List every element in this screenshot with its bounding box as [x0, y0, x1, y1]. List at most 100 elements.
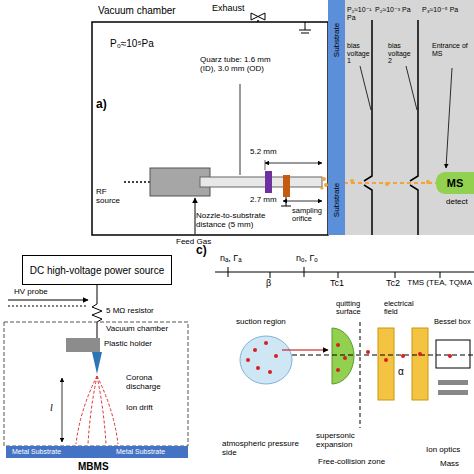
node-label: MS [443, 177, 468, 189]
annotation-label: MBMS [78, 461, 109, 472]
bessel-box [438, 380, 468, 385]
annotation-label: Vacuum chamber [98, 5, 176, 16]
hv-wiring [92, 304, 102, 338]
ion-beam [282, 350, 474, 355]
corona-arcs [76, 376, 118, 444]
axis [228, 267, 229, 277]
dimension-lines [283, 201, 322, 202]
vacuum-stages [426, 180, 430, 184]
vacuum-stages [330, 0, 474, 235]
vacuum-stages [330, 182, 436, 184]
exhaust-valve [257, 20, 259, 22]
chamber-b [4, 322, 188, 446]
particle-dots [253, 348, 257, 352]
plasma-jet [150, 168, 322, 206]
annotation-label: l [50, 402, 53, 413]
annotation-label: P₃≈10⁻⁵ Pa [422, 6, 470, 14]
annotation-label: Vacuum chamber [106, 325, 168, 334]
annotation-label: nₒ, Γₒ [296, 254, 318, 264]
vacuum-stages [360, 66, 371, 110]
node-label: DC high-voltage power source [26, 265, 169, 276]
node-label: Substrate [332, 23, 341, 57]
particle-dots [366, 350, 370, 354]
plastic-holder [66, 338, 100, 352]
axis [215, 267, 474, 278]
quitting-surface [332, 328, 354, 384]
needle [92, 352, 102, 374]
annotation-label: Entrance of MS [432, 42, 472, 57]
ground-symbol [299, 30, 311, 31]
bessel-box [436, 340, 470, 368]
ground-symbol [299, 22, 311, 33]
exhaust-valve [251, 13, 265, 22]
field-plates [378, 328, 428, 400]
node-label: Metal Substrate [116, 448, 165, 456]
needle [92, 352, 102, 374]
axis [304, 267, 305, 277]
vacuum-chamber [92, 22, 328, 235]
annotation-label: Exhaust [212, 4, 245, 14]
feed-gas-arrow [195, 198, 196, 234]
node-label: Metal Substrate [12, 448, 61, 456]
particle-dots [401, 354, 405, 358]
annotation-label: Ion optics [426, 446, 460, 455]
axis [215, 272, 474, 273]
annotation-label: β [266, 279, 271, 289]
plasma-jet [281, 206, 291, 207]
annotation-label: bias voltage 1 [347, 42, 373, 65]
power-supply-box: DC high-voltage power source [22, 255, 172, 285]
particle-dots [343, 356, 347, 360]
particle-dots [418, 352, 422, 356]
annotation-label: HV probe [14, 288, 48, 297]
annotation-label: Tc1 [330, 279, 344, 289]
plasma-jet [265, 171, 272, 193]
annotation-label: Corona discharge [126, 374, 182, 392]
plastic-holder [66, 338, 100, 352]
plasma-jet [283, 175, 290, 197]
node-label: Substrate [332, 183, 341, 217]
annotation-label: electrical field [384, 300, 426, 317]
axis [440, 272, 441, 278]
exhaust-valve [251, 13, 265, 20]
vacuum-chamber [92, 22, 328, 235]
annotation-label: 2.7 mm [250, 196, 277, 205]
annotation-label: P₀≈10⁵Pa [110, 38, 154, 49]
annotation-label: quitting surface [336, 300, 376, 317]
annotation-label: bias voltage 2 [388, 42, 416, 65]
annotation-label: P₁≈10⁻¹ Pa [347, 6, 371, 21]
annotation-label: sampling orifice [292, 207, 326, 224]
substrate-band: SubstrateSubstrate [328, 0, 345, 235]
annotation-label: suction region [236, 318, 286, 327]
particle-dots [264, 341, 268, 345]
ion-beam [282, 350, 328, 351]
particle-dots [256, 366, 260, 370]
annotation-label: detect [446, 198, 468, 207]
chamber-b [4, 322, 188, 446]
vacuum-stages [345, 0, 474, 235]
annotation-label: Mass [440, 460, 459, 469]
plasma-jet [286, 197, 287, 206]
corona-arcs [76, 376, 97, 444]
annotation-label: 5 MΩ resistor [106, 307, 154, 316]
annotation-label: 5.2 mm [250, 148, 277, 157]
bessel-box [438, 390, 468, 395]
rf-line [124, 181, 150, 183]
corona-arcs [97, 376, 118, 444]
annotation-label: nₐ, Γₐ [220, 254, 242, 264]
annotation-label: α [398, 366, 404, 377]
field-plates [412, 328, 428, 400]
particle-dots [336, 368, 340, 372]
particle-dots [246, 341, 452, 374]
particle-dots [384, 358, 388, 362]
quitting-surface [332, 322, 360, 428]
annotation-label: Bessel box [434, 318, 471, 326]
ion-beam [292, 355, 474, 356]
annotation-label: supersonic expansion [316, 432, 376, 450]
axis [338, 272, 339, 278]
gap-dimension [62, 378, 63, 442]
ground-symbol [301, 33, 309, 34]
annotation-label: Tc2 [386, 279, 400, 289]
corona-arcs [88, 376, 97, 444]
ground-symbol [305, 22, 306, 30]
